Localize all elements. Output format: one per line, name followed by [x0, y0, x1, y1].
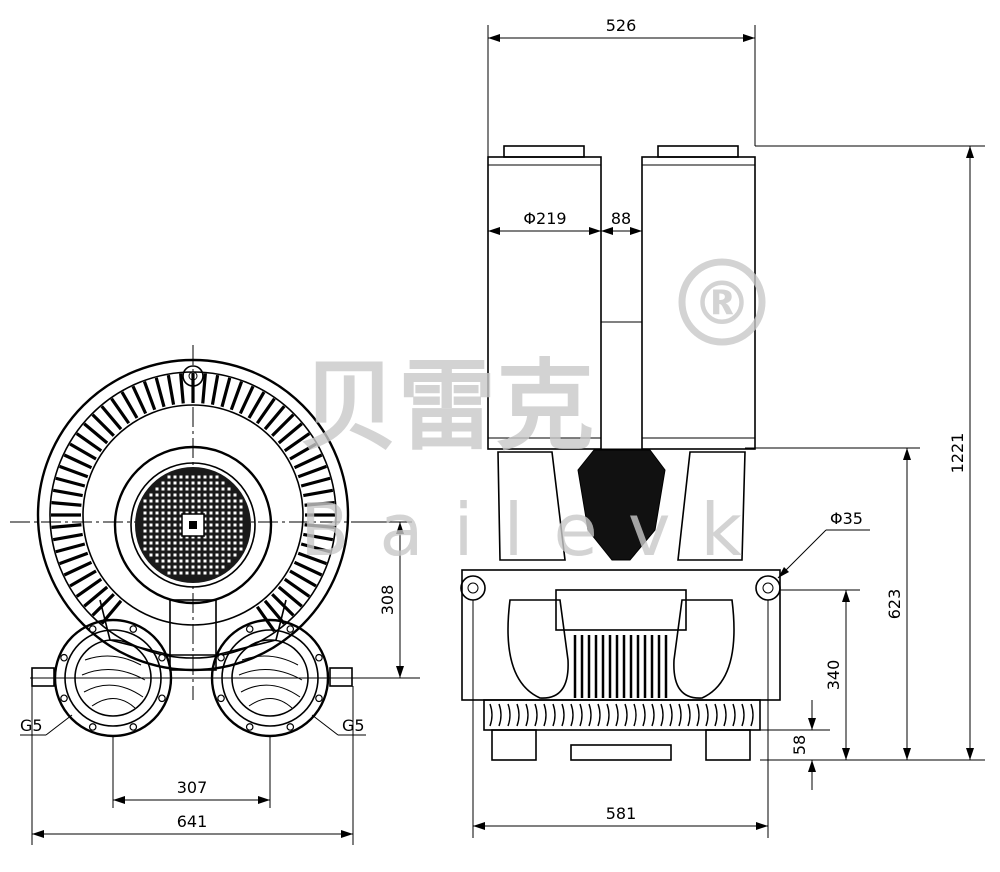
dim-lifting-eye: Φ35: [830, 509, 863, 528]
dim-outlet-height: 623: [885, 589, 904, 620]
base-fins: [489, 703, 754, 727]
watermark: 贝雷克 Bailevk ®: [300, 258, 772, 572]
blower-body: [461, 451, 781, 761]
dim-filter-diameter: Φ219: [523, 209, 566, 228]
front-view: G5 G5 308 307 641: [10, 345, 420, 845]
side-view: 526 Φ219 88 1221 623 340 58: [460, 16, 985, 838]
watermark-registered-mark: ®: [692, 269, 752, 339]
watermark-cn: 贝雷克: [300, 350, 594, 464]
center-manifold: [577, 449, 666, 561]
watermark-en: Bailevk: [300, 488, 772, 572]
dim-filter-gap: 88: [611, 209, 631, 228]
right-filter: [641, 145, 756, 450]
right-flange-bolts: [217, 625, 323, 731]
dim-front-center-height: 308: [378, 585, 397, 616]
fan-grille: [143, 475, 243, 575]
motor-fan-cover: [113, 445, 273, 605]
dim-total-height: 1221: [948, 433, 967, 474]
dim-base-width: 581: [606, 804, 637, 823]
dim-front-width: 641: [177, 812, 208, 831]
dim-flange-height: 340: [824, 660, 843, 691]
left-filter: [487, 145, 602, 450]
dim-top-width: 526: [606, 16, 637, 35]
dim-port-spacing: 307: [177, 778, 208, 797]
cooling-fins: [573, 635, 668, 698]
housing-ribs: [51, 373, 335, 633]
port-label-left: G5: [20, 716, 43, 735]
dim-foot-height: 58: [790, 735, 809, 755]
left-flange-bolts: [60, 625, 166, 731]
left-port: [53, 618, 173, 738]
